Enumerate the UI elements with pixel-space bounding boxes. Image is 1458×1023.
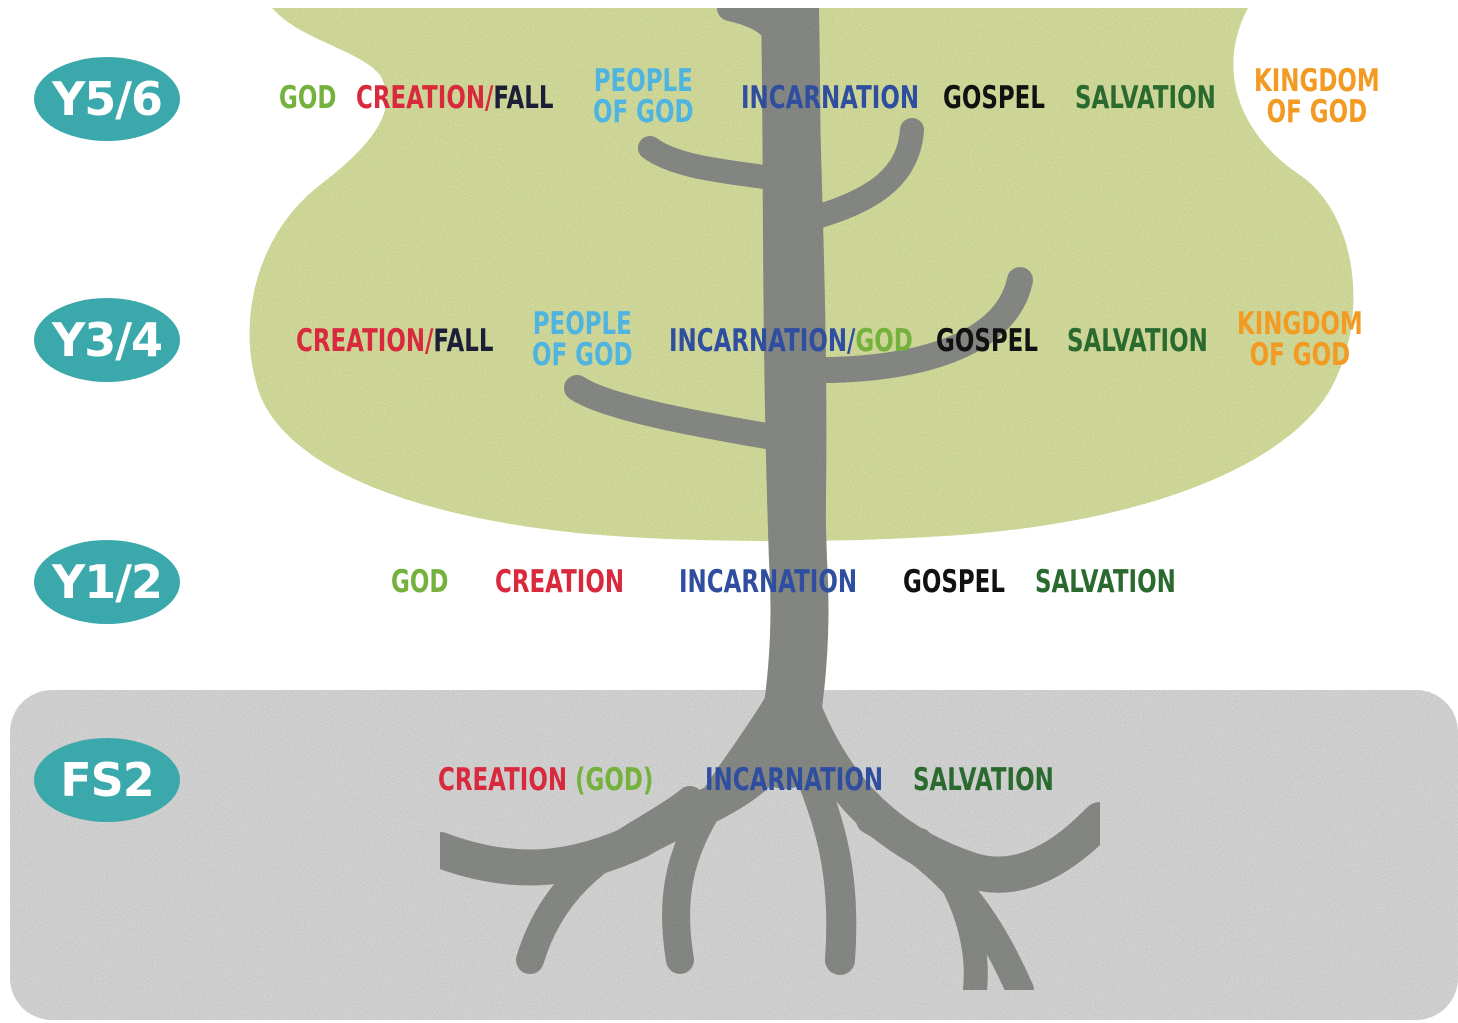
- year-badge-y34: Y3/4: [34, 298, 180, 382]
- y12-salvation-label: SALVATION: [1035, 564, 1176, 600]
- y56-people-line-2: OF GOD: [593, 94, 694, 130]
- y56-creation-text: CREATION/: [356, 80, 494, 116]
- y56-incarnation-label: INCARNATION: [741, 80, 920, 116]
- y34-people-line-2: OF GOD: [532, 337, 633, 373]
- y34-incarnation-text: INCARNATION/: [669, 323, 856, 359]
- fs2-god-paren-text: (GOD): [575, 762, 654, 798]
- fs2-incarnation-label: INCARNATION: [705, 762, 884, 798]
- y12-incarnation-label: INCARNATION: [679, 564, 858, 600]
- ground-area: [10, 690, 1458, 1020]
- y34-god-text: GOD: [855, 323, 913, 359]
- y34-incarnation-god-label: INCARNATION/GOD: [669, 326, 913, 357]
- y56-god-label: GOD: [279, 80, 337, 116]
- fs2-salvation-label: SALVATION: [913, 762, 1054, 798]
- year-badge-y12: Y1/2: [34, 540, 180, 624]
- y56-people-line-1: PEOPLE: [593, 63, 693, 99]
- y34-people-line-1: PEOPLE: [532, 306, 632, 342]
- y56-fall-text: FALL: [493, 80, 554, 116]
- y34-salvation-label: SALVATION: [1067, 323, 1208, 359]
- tree-trunk-and-branches: [422, 0, 1118, 1004]
- y34-creation-text: CREATION/: [296, 323, 434, 359]
- year-badge-y56: Y5/6: [34, 57, 180, 141]
- y56-gospel-label: GOSPEL: [943, 80, 1045, 116]
- y56-kingdom-line-1: KINGDOM: [1254, 63, 1380, 99]
- y56-kingdom-line-2: OF GOD: [1266, 94, 1368, 130]
- y34-kingdom-line-2: OF GOD: [1249, 337, 1351, 373]
- y34-creation-fall-label: CREATION/FALL: [296, 326, 493, 357]
- year-badge-fs2: FS2: [34, 738, 180, 822]
- y34-fall-text: FALL: [433, 323, 494, 359]
- fs2-creation-text: CREATION: [438, 762, 568, 798]
- y12-gospel-label: GOSPEL: [903, 564, 1005, 600]
- y12-god-label: GOD: [391, 564, 449, 600]
- y12-creation-label: CREATION: [495, 564, 625, 600]
- y34-kingdom-line-1: KINGDOM: [1237, 306, 1363, 342]
- fs2-creation-god-label: CREATION (GOD): [438, 765, 653, 796]
- y56-salvation-label: SALVATION: [1075, 80, 1216, 116]
- y56-creation-fall-label: CREATION/FALL: [356, 83, 553, 114]
- y34-gospel-label: GOSPEL: [936, 323, 1038, 359]
- fs2-god-text: [567, 762, 575, 798]
